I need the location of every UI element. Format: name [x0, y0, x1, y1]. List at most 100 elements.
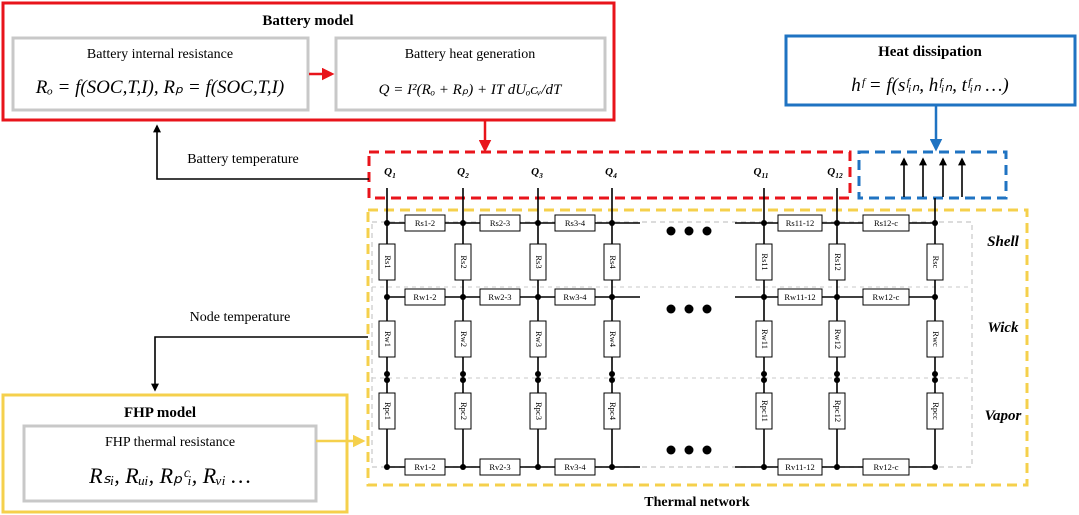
internal-resistance-formula: Rₒ = f(SOC,T,I), Rₚ = f(SOC,T,I) — [35, 77, 285, 98]
resistor-vertical — [755, 392, 773, 430]
resistor-horizontal — [479, 214, 521, 232]
battery-temperature-label: Battery temperature — [187, 152, 299, 167]
resistor-label: Rs3 — [534, 255, 544, 268]
resistor-label: Rs2-3 — [490, 218, 510, 228]
resistor-vertical — [603, 243, 621, 281]
resistor-label: Rs2 — [459, 255, 469, 268]
node-dot — [460, 220, 466, 226]
resistor-horizontal — [777, 288, 823, 306]
ellipsis-dot — [702, 304, 712, 314]
resistor-horizontal — [862, 214, 910, 232]
resistor-label: Rw11 — [760, 329, 770, 349]
fhp-resistance-formula: Rₛᵢ, Rᵤᵢ, Rₚᶜᵢ, Rᵥᵢ … — [88, 463, 251, 488]
heat-input-label: Q4 — [605, 166, 617, 180]
node-dot — [834, 464, 840, 470]
resistor-vertical — [454, 392, 472, 430]
battery-model-box — [1, 1, 616, 122]
resistor-label: Rs11 — [760, 253, 770, 270]
node-dot — [384, 294, 390, 300]
heat-dissipation-dashed-box — [857, 150, 1008, 200]
resistor-label: Rs12-c — [874, 218, 898, 228]
resistor-label: Rs11-12 — [786, 218, 815, 228]
fhp-resistance-label: FHP thermal resistance — [105, 435, 235, 450]
resistor-label: Rw2-3 — [488, 292, 511, 302]
fin-arrows — [900, 157, 966, 197]
resistor-horizontal — [479, 288, 521, 306]
battery-temperature-arrow — [153, 124, 369, 180]
heat-dissipation-box — [784, 34, 1077, 107]
resistor-label: Rs4 — [608, 255, 618, 269]
node-dot — [460, 464, 466, 470]
node-dot — [932, 377, 938, 383]
node-dot — [609, 294, 615, 300]
heat-dissipation-formula: hᶠ = f(sᶠᵢₙ, hᶠᵢₙ, tᶠᵢₙ …) — [851, 75, 1009, 96]
resistor-vertical — [454, 243, 472, 281]
resistor-horizontal — [479, 458, 521, 476]
fhp-model-box — [1, 393, 349, 514]
resistor-vertical — [603, 320, 621, 358]
resistor-label: Rpc12 — [833, 400, 843, 422]
resistor-label: Rpcc — [931, 402, 941, 420]
resistor-vertical — [755, 243, 773, 281]
node-dot — [384, 377, 390, 383]
node-dot — [932, 294, 938, 300]
node-dot — [834, 371, 840, 377]
resistor-label: Rv11-12 — [785, 462, 814, 472]
resistor-label: Rpc11 — [760, 400, 770, 422]
heat-input-label: Q1 — [384, 166, 396, 180]
node-dot — [609, 377, 615, 383]
node-dot — [535, 220, 541, 226]
resistor-label: Rs1-2 — [415, 218, 435, 228]
ellipsis-dot — [666, 226, 676, 236]
heat-input-label: Q12 — [827, 166, 843, 180]
resistor-horizontal — [862, 458, 910, 476]
node-dot — [761, 294, 767, 300]
node-dot — [609, 220, 615, 226]
resistor-label: Rpc3 — [534, 402, 544, 420]
node-dot — [761, 377, 767, 383]
resistor-vertical — [529, 392, 547, 430]
node-dot — [932, 371, 938, 377]
resistor-horizontal — [777, 458, 823, 476]
resistor-label: Rwc — [931, 331, 941, 347]
resistor-horizontal — [862, 288, 910, 306]
node-dot — [384, 464, 390, 470]
heat-input-label: Q11 — [753, 166, 768, 180]
node-dot — [932, 464, 938, 470]
heat-generation-box — [334, 36, 607, 112]
resistor-label: Rw11-12 — [784, 292, 815, 302]
resistor-label: Rpc1 — [383, 402, 393, 420]
layer-label-vapor: Vapor — [985, 408, 1022, 424]
resistor-vertical — [926, 243, 944, 281]
node-dot — [384, 220, 390, 226]
resistor-label: Rpc4 — [608, 402, 618, 421]
resistor-label: Rw3 — [534, 331, 544, 347]
resistor-vertical — [378, 392, 396, 430]
node-dot — [535, 371, 541, 377]
resistor-label: Rw2 — [459, 331, 469, 347]
heat-input-label: Q3 — [531, 166, 543, 180]
resistor-horizontal — [554, 288, 596, 306]
heat-input-dashed-box — [367, 150, 852, 200]
thermal-network-title: Thermal network — [644, 495, 750, 510]
resistor-label: Rv3-4 — [564, 462, 586, 472]
layer-label-wick: Wick — [987, 320, 1019, 336]
ellipsis-dot — [702, 445, 712, 455]
node-dot — [460, 377, 466, 383]
node-dot — [535, 464, 541, 470]
resistor-horizontal — [554, 458, 596, 476]
node-dot — [535, 294, 541, 300]
resistor-horizontal — [404, 214, 446, 232]
resistor-label: Rw3-4 — [563, 292, 587, 302]
layer-label-shell: Shell — [987, 234, 1020, 250]
node-dot — [834, 294, 840, 300]
node-dot — [535, 377, 541, 383]
resistor-label: Rw12 — [833, 329, 843, 349]
heat-generation-formula: Q = I²(Rₒ + Rₚ) + IT dUₒᴄᵥ/dT — [379, 82, 563, 98]
ellipsis-dot — [702, 226, 712, 236]
node-dot — [460, 294, 466, 300]
resistor-label: Rsc — [931, 256, 941, 269]
